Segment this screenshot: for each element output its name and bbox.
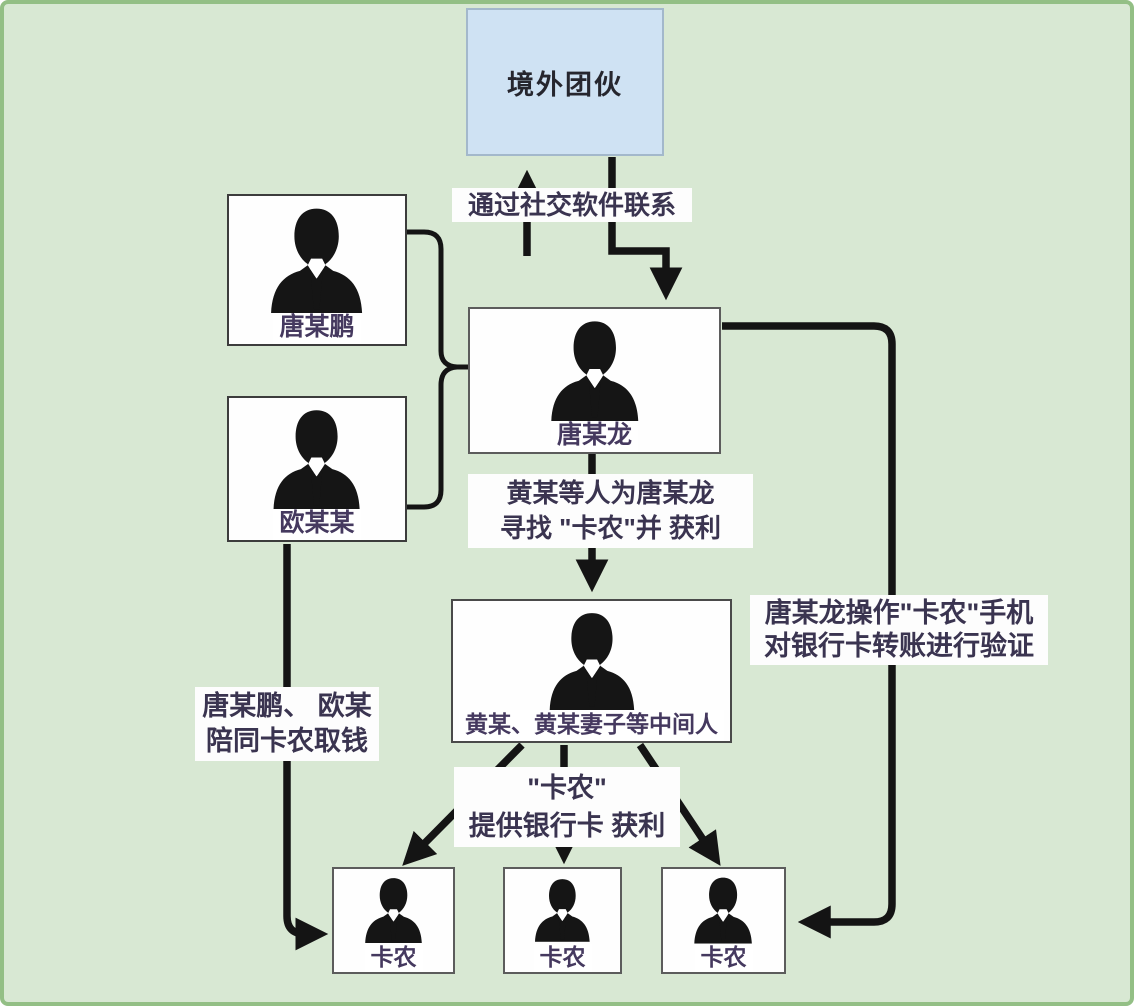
node-label: 卡农 — [694, 944, 753, 972]
annotation-operate-phone: 唐某龙操作"卡农"手机 对银行卡转账进行验证 — [750, 595, 1048, 665]
annotation-social-contact: 通过社交软件联系 — [452, 188, 692, 222]
node-label: 唐某龙 — [550, 421, 638, 452]
annotation-line: 陪同卡农取钱 — [206, 726, 368, 756]
annotation-line: 唐某鹏、 欧某 — [202, 691, 372, 721]
node-label: 欧某某 — [273, 509, 361, 540]
node-label: 卡农 — [364, 944, 423, 972]
annotation-line: 提供银行卡 获利 — [468, 811, 666, 841]
node-label: 境外团伙 — [507, 69, 623, 100]
annotation-line: 对银行卡转账进行验证 — [764, 631, 1034, 661]
node-label: 黄某、黄某妻子等中间人 — [459, 710, 724, 741]
connector-oumou-to-kanong1 — [283, 544, 329, 951]
node-ou-mou: 欧某某 — [227, 396, 407, 542]
node-kanong-3: 卡农 — [661, 867, 786, 974]
connector-overseas-to-tanglong — [608, 157, 683, 301]
node-label: 卡农 — [533, 944, 592, 972]
annotation-line: 黄某等人为唐某龙 — [506, 478, 715, 508]
person-silhouette-icon — [255, 404, 378, 509]
brace-connector-left-pair — [406, 229, 460, 510]
annotation-provide-cards: "卡农" 提供银行卡 获利 — [454, 767, 680, 847]
node-overseas-gang: 境外团伙 — [466, 8, 664, 156]
person-silhouette-icon — [688, 873, 758, 944]
annotation-line: "卡农" — [527, 773, 607, 803]
node-kanong-2: 卡农 — [503, 867, 622, 974]
node-kanong-1: 卡农 — [332, 867, 455, 974]
person-silhouette-icon — [540, 315, 650, 421]
node-tang-long: 唐某龙 — [468, 307, 721, 454]
person-silhouette-icon — [531, 607, 653, 710]
annotation-line: 寻找 "卡农"并 获利 — [499, 513, 722, 543]
person-silhouette-icon — [529, 873, 596, 944]
person-silhouette-icon — [359, 873, 428, 944]
annotation-line: 唐某龙操作"卡农"手机 — [764, 598, 1034, 628]
node-label: 唐某鹏 — [273, 313, 361, 344]
node-middlemen: 黄某、黄某妻子等中间人 — [451, 599, 732, 743]
node-tang-peng: 唐某鹏 — [227, 194, 407, 346]
person-silhouette-icon — [255, 202, 378, 313]
annotation-accompany-withdraw: 唐某鹏、 欧某 陪同卡农取钱 — [195, 687, 379, 761]
annotation-find-kanong: 黄某等人为唐某龙 寻找 "卡农"并 获利 — [468, 474, 753, 548]
annotation-line: 通过社交软件联系 — [467, 190, 676, 220]
